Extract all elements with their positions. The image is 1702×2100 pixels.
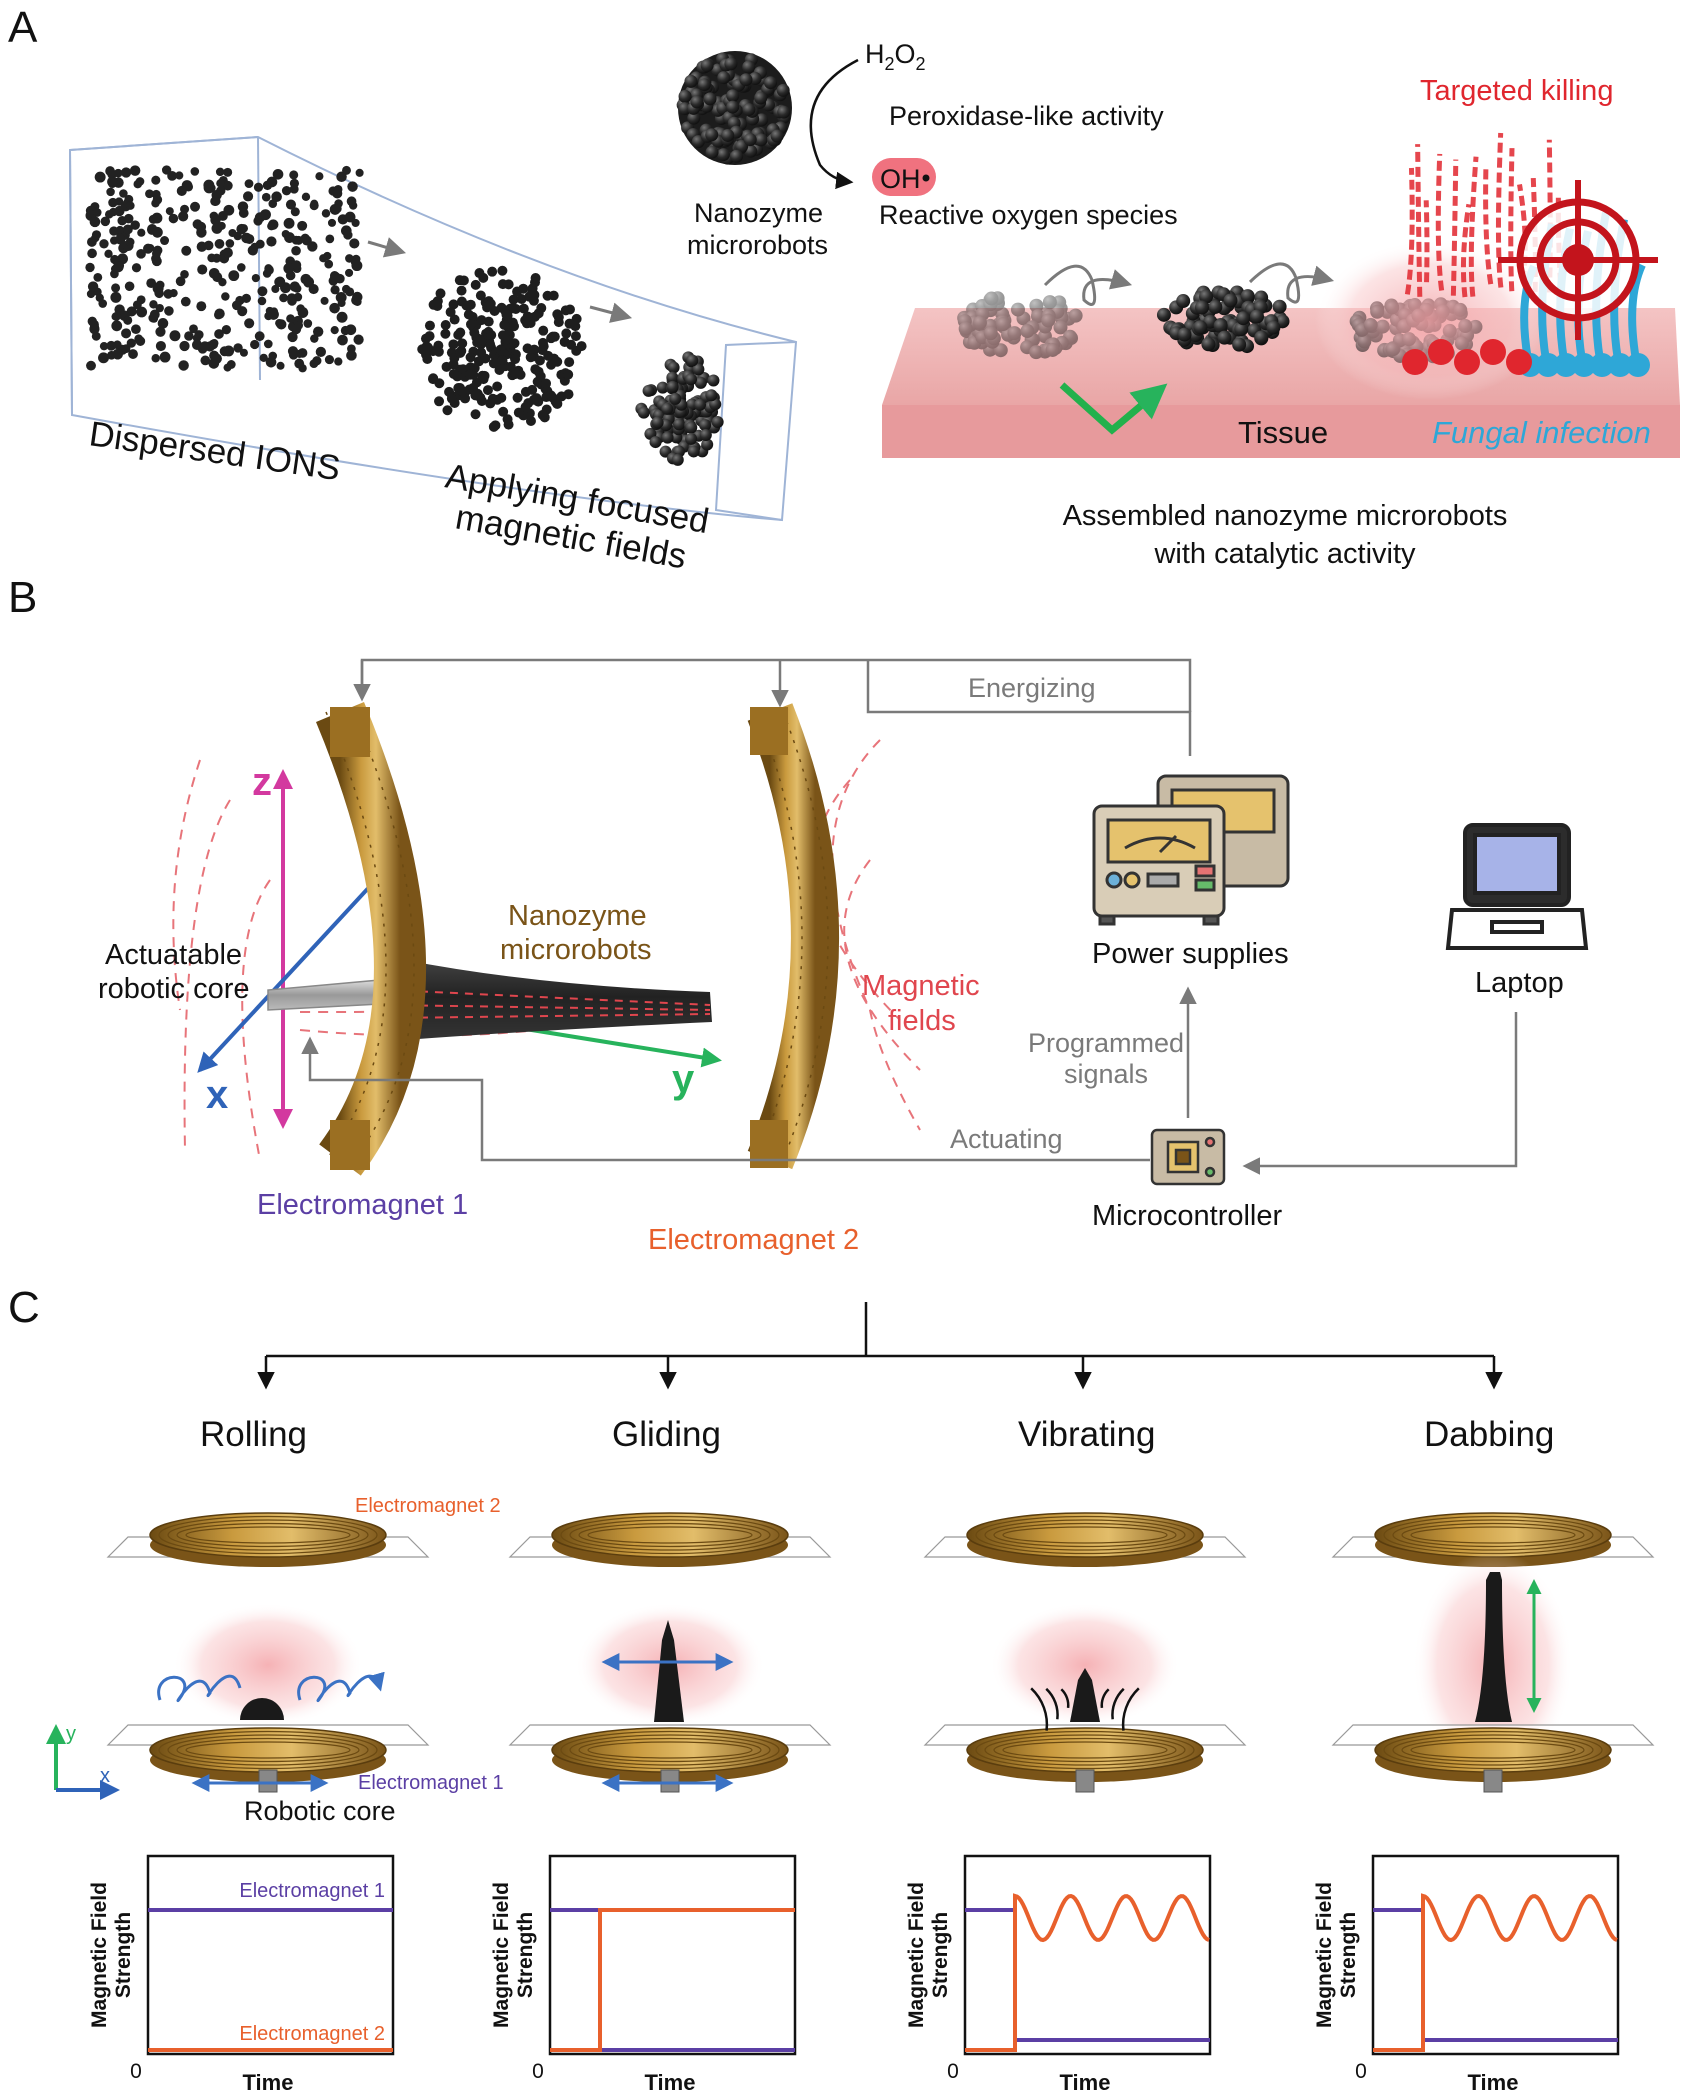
peroxidase-label: Peroxidase-like activity <box>889 101 1164 131</box>
microrobot-swarm-1 <box>957 291 1083 360</box>
nanozyme-sphere <box>676 51 792 165</box>
plot-ylabel-line1: Magnetic Field <box>905 1882 928 2028</box>
plot-ylabel-line2: Strength <box>1337 1912 1360 1998</box>
mode-tree <box>257 1302 1503 1390</box>
tissue-label: Tissue <box>1238 415 1328 450</box>
actuatable-line1: Actuatable <box>105 939 242 971</box>
oh-badge <box>872 158 936 196</box>
em1-trace <box>550 1908 795 2052</box>
plot-xlabel: Time <box>645 2070 696 2095</box>
ros-label: Reactive oxygen species <box>879 200 1178 230</box>
ros-glow <box>1315 240 1545 400</box>
mode-title-rolling: Rolling <box>200 1415 307 1454</box>
assembled-line2: with catalytic activity <box>1153 538 1416 570</box>
programmed-line1: Programmed <box>1028 1028 1184 1058</box>
electromagnet-2-c-label: Electromagnet 2 <box>355 1495 501 1517</box>
plot-zero: 0 <box>532 2060 544 2083</box>
nanozyme-line1: Nanozyme <box>694 198 823 228</box>
dispersed-ions-label: Dispersed IONS <box>87 414 343 488</box>
y-axis-label: y <box>672 1057 695 1101</box>
plot-zero: 0 <box>947 2060 959 2083</box>
legend-em2: Electromagnet 2 <box>239 2023 385 2045</box>
mode-title-vibrating: Vibrating <box>1018 1415 1156 1454</box>
magnetic-fields-line1: Magnetic <box>862 970 980 1002</box>
loop-arrow-1 <box>1043 264 1133 306</box>
panel-b-label: B <box>8 573 37 622</box>
energizing-label: Energizing <box>968 673 1096 703</box>
x-axis-label: x <box>206 1073 228 1117</box>
electromagnet-2-coil <box>747 703 839 1170</box>
c-y-axis-label: y <box>66 1723 76 1745</box>
plot-ylabel-line2: Strength <box>112 1912 135 1998</box>
box-arrow-2 <box>589 302 633 323</box>
green-check-arrow <box>1059 382 1168 435</box>
em2-trace <box>965 1893 1210 2052</box>
fungal-infection-label: Fungal infection <box>1432 415 1651 450</box>
magnetic-fields-line2: fields <box>888 1005 956 1037</box>
em2-trace <box>1373 1893 1618 2052</box>
electromagnet-2-label: Electromagnet 2 <box>648 1224 859 1256</box>
panel-a-label: A <box>8 3 38 52</box>
mode-title-dabbing: Dabbing <box>1424 1415 1554 1454</box>
plot-ylabel-line2: Strength <box>929 1912 952 1998</box>
energizing-wires <box>353 658 1192 756</box>
laptop-icon <box>1445 823 1589 950</box>
nanozyme-line2: microrobots <box>687 230 828 260</box>
robotic-core-label: Robotic core <box>244 1796 396 1826</box>
c-x-axis-label: x <box>100 1765 110 1787</box>
plot-ylabel-line1: Magnetic Field <box>88 1882 111 2028</box>
laptop-label: Laptop <box>1475 967 1564 999</box>
loop-arrow-2 <box>1248 262 1335 304</box>
microcontroller-label: Microcontroller <box>1092 1200 1282 1232</box>
nanozyme-b-line2: microrobots <box>500 934 652 966</box>
electromagnet-1-label: Electromagnet 1 <box>257 1189 468 1221</box>
legend-em1: Electromagnet 1 <box>239 1880 385 1902</box>
nanozyme-b-line1: Nanozyme <box>508 900 647 932</box>
plot-xlabel: Time <box>1468 2070 1519 2095</box>
ions-box <box>68 135 798 522</box>
plot-ylabel-line1: Magnetic Field <box>1313 1882 1336 2028</box>
laptop-signal-wire <box>1242 1012 1518 1175</box>
assembled-line1: Assembled nanozyme microrobots <box>1063 500 1508 532</box>
power-supplies-icon <box>1092 774 1290 926</box>
box-arrow-1 <box>367 237 407 258</box>
z-axis-label: z <box>252 760 272 804</box>
plot-zero: 0 <box>130 2060 142 2083</box>
oh-radical-dot <box>922 174 930 182</box>
power-supplies-label: Power supplies <box>1092 938 1289 970</box>
programmed-line2: signals <box>1064 1059 1148 1089</box>
mode-illustrations <box>106 1512 1655 1793</box>
targeted-killing-label: Targeted killing <box>1420 75 1613 107</box>
plot-xlabel: Time <box>243 2070 294 2095</box>
plot-zero: 0 <box>1355 2060 1367 2083</box>
dispersed-particles <box>85 165 724 466</box>
electromagnet-1-c-label: Electromagnet 1 <box>358 1772 504 1794</box>
plot-ylabel-line1: Magnetic Field <box>490 1882 513 2028</box>
h2o2-label: H2O2 <box>865 39 926 74</box>
plot-xlabel: Time <box>1060 2070 1111 2095</box>
em2-trace <box>550 1908 795 2052</box>
panel-c-label: C <box>8 1283 40 1332</box>
reaction-arrow <box>809 58 859 190</box>
oh-label: OH <box>880 164 921 194</box>
actuatable-line2: robotic core <box>98 973 250 1005</box>
microcontroller-icon <box>1150 1128 1226 1186</box>
actuating-wire <box>301 1036 1150 1162</box>
electromagnet-1-coil <box>315 702 426 1176</box>
actuating-label: Actuating <box>950 1124 1063 1154</box>
x-axis-arrow <box>197 867 388 1073</box>
plot-ylabel-line2: Strength <box>514 1912 537 1998</box>
mode-title-gliding: Gliding <box>612 1415 721 1454</box>
target-icon <box>1498 180 1658 340</box>
